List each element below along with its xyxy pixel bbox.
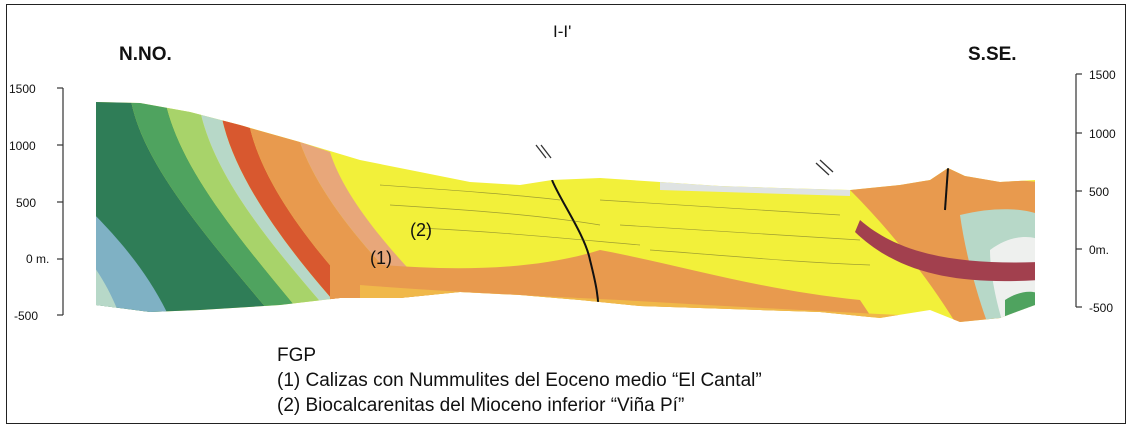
right-elevation-axis	[1075, 73, 1082, 308]
fault-arrow-left-icon	[535, 144, 552, 159]
fault-arrow-right-icon	[815, 159, 834, 176]
right-axis-tick-1000: 1000	[1089, 127, 1116, 141]
right-axis-tick-0: 0m.	[1089, 243, 1110, 257]
legend-item-1: (1) Calizas con Nummulites del Eoceno me…	[277, 370, 762, 391]
legend-item-2: (2) Biocalcarenitas del Mioceno inferior…	[277, 395, 685, 416]
unit-label-1: (1)	[370, 248, 392, 268]
legend-heading: FGP	[277, 345, 317, 366]
left-elevation-axis	[57, 87, 64, 316]
left-axis-tick-1000: 1000	[9, 139, 36, 153]
right-axis-tick-minus500: -500	[1089, 301, 1114, 315]
left-axis-tick-minus500: -500	[14, 309, 39, 323]
right-axis-tick-1500: 1500	[1089, 68, 1116, 82]
left-axis-tick-500: 500	[16, 196, 37, 210]
unit-label-2: (2)	[410, 220, 432, 240]
left-axis-tick-0: 0 m.	[26, 252, 50, 266]
right-axis-tick-500: 500	[1089, 185, 1110, 199]
direction-right-label: S.SE.	[968, 44, 1017, 65]
strata	[96, 102, 1035, 322]
section-title: I-I'	[553, 22, 572, 41]
direction-left-label: N.NO.	[119, 44, 172, 65]
left-axis-tick-1500: 1500	[9, 82, 36, 96]
